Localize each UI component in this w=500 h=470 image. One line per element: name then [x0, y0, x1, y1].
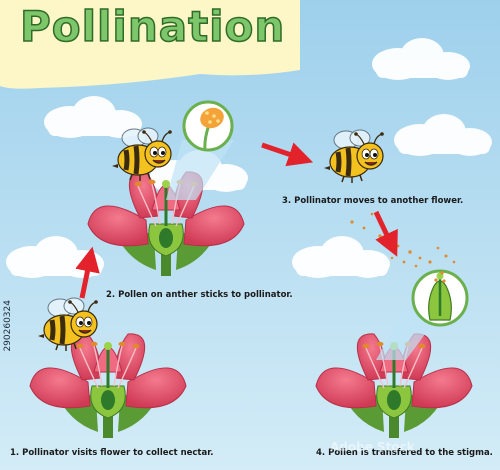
diagram-title: Pollination	[19, 1, 286, 52]
step-3-caption: 3. Pollinator moves to another flower.	[282, 196, 464, 206]
step-4-caption: 4. Pollen is transfered to the stigma.	[316, 448, 493, 458]
arrow-icon	[261, 142, 314, 167]
watermark: Adobe Stock	[330, 440, 415, 454]
anther-closeup-icon	[182, 100, 234, 152]
title-banner	[0, 0, 300, 89]
step-2-caption: 2. Pollen on anther sticks to pollinator…	[106, 290, 293, 300]
zoom-beam	[166, 140, 234, 200]
stigma-closeup-icon	[411, 269, 469, 327]
stock-id: 290260324	[3, 300, 13, 352]
arrow-icon	[75, 246, 100, 299]
step-1-caption: 1. Pollinator visits flower to collect n…	[10, 448, 214, 458]
arrow-icon	[373, 210, 398, 257]
